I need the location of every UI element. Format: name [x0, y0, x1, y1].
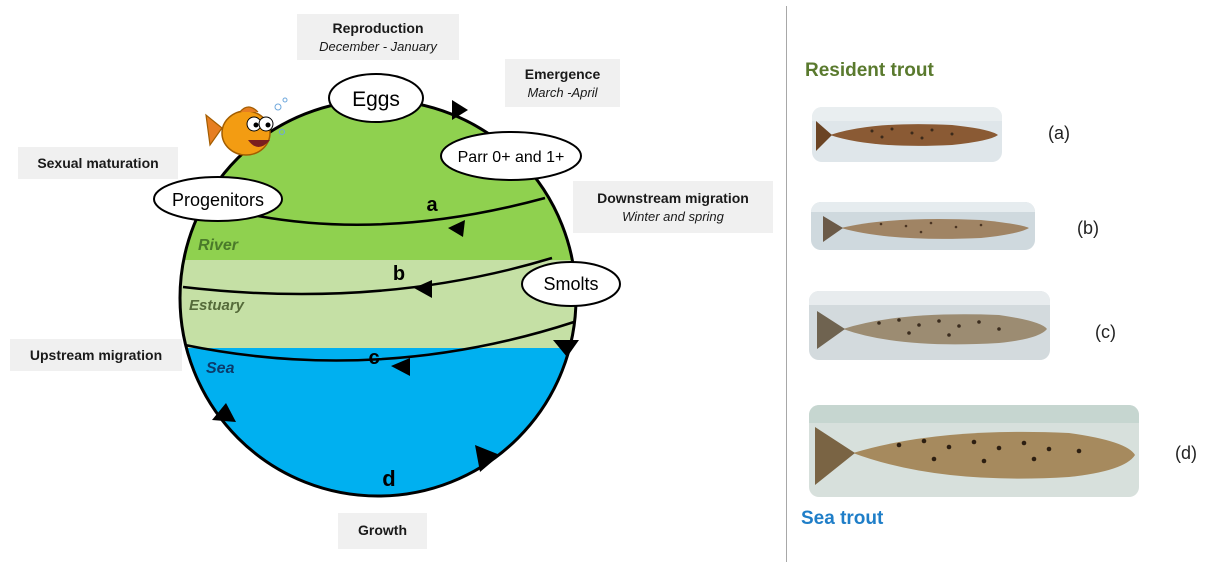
reproduction-label-box: Reproduction December - January — [297, 14, 459, 60]
upstream-migration-label-box: Upstream migration — [10, 339, 182, 371]
reproduction-period: December - January — [297, 39, 459, 54]
path-b-label: b — [393, 263, 405, 285]
life-cycle-diagram: Eggs Parr 0+ and 1+ Progenitors Smolts a… — [0, 0, 790, 567]
zone-river-label: River — [198, 237, 239, 254]
sea-trout-heading: Sea trout — [801, 508, 883, 530]
photo-a-letter: (a) — [1048, 123, 1070, 144]
path-a-label: a — [426, 194, 438, 216]
panel-divider — [786, 6, 787, 562]
downstream-migration-label-box: Downstream migration Winter and spring — [573, 181, 773, 233]
progenitors-label: Progenitors — [172, 190, 264, 210]
reproduction-title: Reproduction — [297, 20, 459, 36]
resident-trout-heading: Resident trout — [805, 60, 934, 82]
emergence-label-box: Emergence March -April — [505, 59, 620, 107]
sexual-maturation-label-box: Sexual maturation — [18, 147, 178, 179]
growth-title: Growth — [338, 522, 427, 538]
zone-sea-label: Sea — [206, 360, 235, 377]
sexual-maturation-title: Sexual maturation — [18, 155, 178, 171]
path-c-label: c — [368, 347, 379, 369]
trout-photo-b — [811, 202, 1035, 250]
photo-d-letter: (d) — [1175, 443, 1197, 464]
zone-estuary-label: Estuary — [189, 297, 245, 314]
photo-c-letter: (c) — [1095, 322, 1116, 343]
trout-photo-c — [809, 291, 1050, 360]
growth-label-box: Growth — [338, 513, 427, 549]
emergence-title: Emergence — [505, 66, 620, 82]
parr-label: Parr 0+ and 1+ — [458, 149, 565, 166]
photo-b-letter: (b) — [1077, 218, 1099, 239]
emergence-period: March -April — [505, 85, 620, 100]
eggs-label: Eggs — [352, 88, 400, 111]
trout-photo-d — [809, 405, 1139, 497]
path-d-label: d — [382, 466, 395, 491]
downstream-migration-period: Winter and spring — [573, 209, 773, 224]
downstream-migration-title: Downstream migration — [573, 190, 773, 206]
trout-photo-a — [812, 107, 1002, 162]
upstream-migration-title: Upstream migration — [10, 347, 182, 363]
smolts-label: Smolts — [543, 274, 598, 294]
